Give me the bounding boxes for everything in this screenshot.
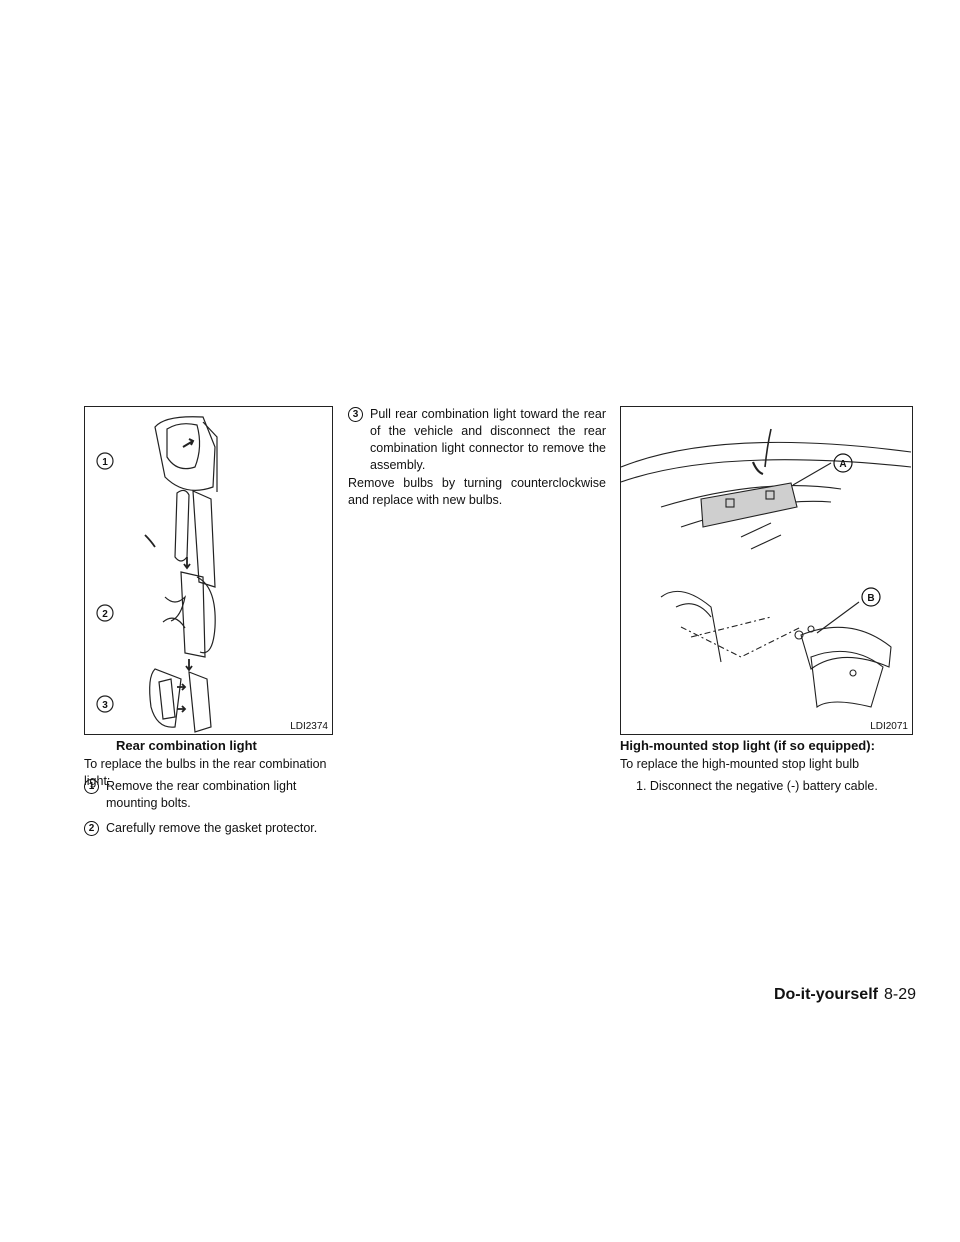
figure-code: LDI2071 [870,721,908,732]
callout-circle-1 [96,452,114,470]
remove-bulbs-text: Remove bulbs by turning counterclockwise… [348,476,606,507]
page-number: 8-29 [883,986,916,1003]
high-mounted-stop-light-illustration: A B [621,428,912,708]
step-1: 1 Remove the rear combination light moun… [84,778,334,812]
callout-circle-a [833,453,853,473]
figure-code: LDI2374 [290,721,328,732]
step-text: Carefully remove the gasket protector. [106,821,318,835]
step-disconnect-battery: 1. Disconnect the negative (-) battery c… [636,779,878,793]
callout-1: 1 [102,457,108,468]
figure-caption: High-mounted stop light (if so equipped)… [620,738,875,753]
callout-circle-b [861,587,881,607]
figure-caption: Rear combination light [116,738,257,753]
right-intro-text: To replace the high-mounted stop light b… [620,757,860,771]
step-text: Pull rear combination light toward the r… [370,407,606,472]
rear-combination-light-illustration: 1 2 3 [96,416,218,733]
figure-rear-combination-light: 1 2 3 LDI2374 [84,406,333,735]
callout-2: 2 [102,609,108,620]
callout-b: B [867,593,874,604]
step-text: Remove the rear combination light mounti… [106,779,297,810]
callout-circle-3 [96,695,114,713]
section-title: Do-it-yourself [773,986,878,1003]
figure-high-mounted-stop-light: A B LDI2071 [620,406,913,735]
step-2: 2 Carefully remove the gasket protector. [84,820,334,837]
step-number: 3 [348,407,363,422]
step-number: 1 [84,779,99,794]
page-footer: Do-it-yourself 8-29 [774,986,916,1004]
callout-circle-2 [96,604,114,622]
step-3: 3 Pull rear combination light toward the… [348,406,606,474]
step-number: 2 [84,821,99,836]
callout-a: A [839,459,846,470]
callout-3: 3 [102,700,108,711]
